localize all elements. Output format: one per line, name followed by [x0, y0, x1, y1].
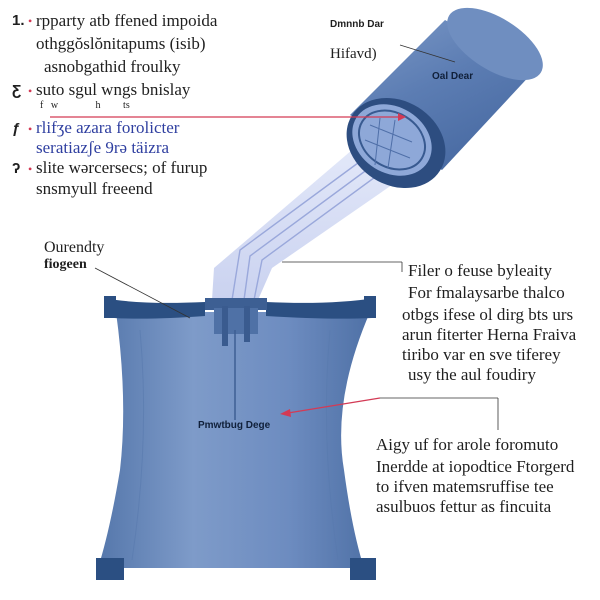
- top-right-label-line-3: Hifavd): [330, 46, 377, 62]
- right-note-1-line-5: tiribo var en sve tiferey: [402, 345, 561, 364]
- step-4-bullet: •: [28, 162, 33, 176]
- right-note-1-line-6: usy the aul foudiry: [408, 365, 536, 384]
- step-3-line-2: seratiazʃe 9rə täizra: [36, 138, 170, 157]
- step-3-number: ƒ: [12, 120, 21, 137]
- stream-illustration: [212, 150, 402, 301]
- leader-lines: [50, 44, 499, 430]
- step-1-line-3: asnobgathid froulky: [44, 57, 181, 76]
- top-right-label-line-2: [330, 33, 349, 44]
- step-1-number: 1.: [12, 12, 25, 29]
- step-4-line-2: snsmyull freeend: [36, 179, 153, 198]
- left-label-line-2: fiogeen: [44, 257, 87, 272]
- right-note-1-line-1: Filer o feuse byleaity: [408, 261, 552, 280]
- step-1-line-1: rpparty atb ffened impoida: [36, 11, 218, 30]
- tube-illustration: [346, 7, 543, 189]
- step-4-line-1: slite wərcersecs; of furup: [36, 158, 208, 177]
- right-note-1-line-4: arun fiterter Herna Fraiva: [402, 325, 577, 344]
- step-2-line-2: f w h ts: [40, 100, 130, 111]
- bag-label: Pmwtbug Dege: [198, 420, 271, 431]
- bag-illustration: [96, 296, 376, 580]
- right-note-2-line-2: Inerdde at iopodtice Ftorgerd: [376, 457, 575, 476]
- step-4-number: ʔ: [12, 160, 21, 177]
- right-note-2-line-1: Aigy uf for arole foromuto: [376, 435, 559, 454]
- step-2-number: Ƹ: [12, 82, 22, 99]
- tube-label: Oal Dear: [432, 71, 474, 82]
- step-3-line-1: rlifʒe azara forolicter: [36, 118, 180, 137]
- step-1-line-2: othggŏslŏnitapums (isib): [36, 34, 206, 53]
- top-right-label-line-1: Dmnnb Dar: [330, 19, 384, 30]
- step-2-line-1: suto sgul wngs bnislay: [36, 80, 191, 99]
- right-note-1-line-2: For fmalaysarbe thalco: [408, 283, 565, 302]
- right-note-2-line-3: to ifven matemsruffise tee: [376, 477, 554, 496]
- step-2-bullet: •: [28, 84, 33, 98]
- right-note-2-line-4: asulbuos fettur as fincuita: [376, 497, 552, 516]
- right-note-1-line-3: otbgs ifese ol dirg bts urs: [402, 305, 574, 324]
- step-3-bullet: •: [28, 122, 33, 136]
- step-1-bullet: •: [28, 14, 33, 28]
- left-label-line-1: Ourendty: [44, 239, 105, 256]
